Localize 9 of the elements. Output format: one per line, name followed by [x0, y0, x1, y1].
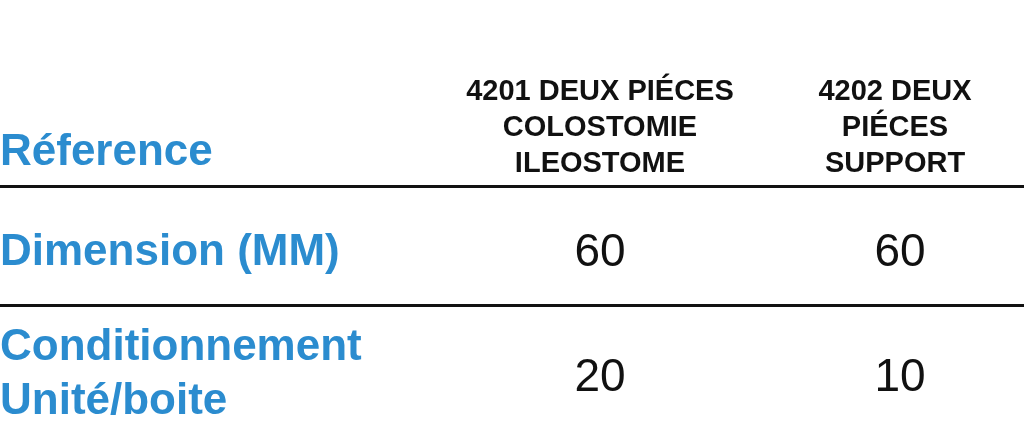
table-value: 60: [874, 223, 926, 277]
table-value: 10: [874, 348, 926, 402]
table-value: 60: [574, 223, 626, 277]
column-header: 4201 DEUX PIÉCES COLOSTOMIE ILEOSTOME: [465, 72, 735, 180]
column-header: 4202 DEUX PIÉCES SUPPORT: [817, 73, 973, 180]
row-header: Conditionnement Unité/boite: [0, 319, 363, 425]
row-header: Dimension (MM): [0, 224, 340, 276]
row-header: Réference: [0, 124, 213, 176]
table-value: 20: [574, 348, 626, 402]
